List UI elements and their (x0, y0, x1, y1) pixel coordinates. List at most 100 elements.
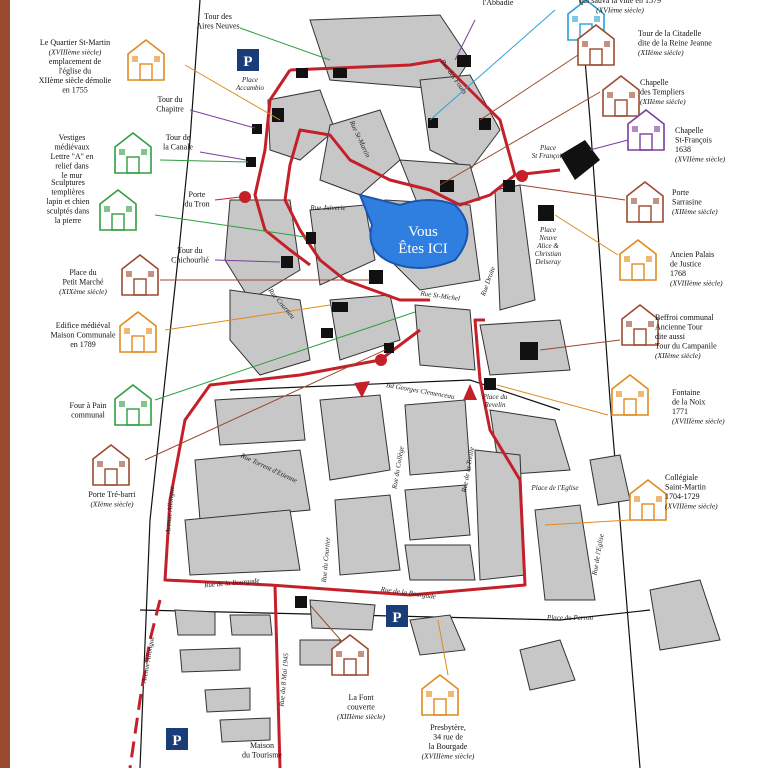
place-label-line: Tour du (178, 246, 203, 255)
place-label-abbaye: l'Abbadie (483, 0, 514, 7)
place-label-line: couverte (347, 703, 375, 712)
place-label-line: Tour des (204, 12, 232, 21)
place-label-line: (XVIIIème siècle) (672, 417, 725, 426)
street-label-line: Christian (535, 250, 562, 258)
street-label-line: Place (241, 76, 258, 84)
vestiges-icon (114, 131, 152, 174)
leader-line-templiers (439, 91, 601, 186)
place-label-line: 34 rue de (433, 733, 463, 742)
street-label-line: Bd Georges Clemenceau (386, 381, 456, 401)
place-label-line: Tour du Campanile (655, 342, 717, 351)
place-label-line: Collégiale (665, 473, 698, 482)
place-label-line: Presbytère, (430, 723, 466, 732)
street-label-line: Avenue Allongue (164, 486, 176, 535)
place-label-line: la pierre (55, 216, 82, 225)
place-label-line: de Justice (670, 260, 702, 269)
place-label-ville-1579: qui sauva la ville en 1579(XVIème siècle… (579, 0, 661, 15)
place-labels: l'Abbadie qui sauva la ville en 1579(XVIè… (39, 0, 726, 761)
palais-icon (619, 238, 657, 281)
you-are-here-line: Vous (408, 224, 438, 240)
place-label-line: 1638 (675, 145, 691, 154)
place-label-line: du Tron (184, 200, 209, 209)
place-label-line: le mur (62, 171, 83, 180)
left-border-strip (0, 0, 10, 768)
monument-markers (246, 55, 600, 608)
place-label-line: Aires Neuves (196, 22, 239, 31)
place-label-line: lapin et chien (46, 197, 89, 206)
street-label-place-perron: Place du Perron (546, 614, 594, 622)
place-label-line: Vestiges (59, 133, 86, 142)
leader-line-tour-canale (199, 151, 247, 161)
place-label-line: 1771 (672, 407, 688, 416)
fontaine-icon (611, 373, 649, 416)
leader-line-fontaine (496, 384, 609, 416)
leader-line-collegiale (544, 519, 631, 526)
leader-line-vestiges (159, 159, 249, 163)
place-label-line: (XVIème siècle) (596, 6, 644, 15)
street-label-line: Place du Perron (546, 614, 594, 622)
leader-line-citadelle (479, 54, 579, 121)
street-label-line: Place (539, 144, 556, 152)
street-label-line: Rue du Collège (390, 446, 406, 491)
place-label-line: La Font (348, 693, 374, 702)
beffroi-icon (621, 303, 659, 346)
place-label-line: Maison (250, 741, 274, 750)
street-label-line: Alice & (536, 242, 559, 250)
tour-route (128, 58, 561, 768)
route-markers (239, 170, 528, 400)
place-label-line: (XIXème siècle) (59, 287, 107, 296)
place-label-line: (XVIIème siècle) (675, 155, 726, 164)
parking-bourgade: P (386, 605, 408, 627)
svg-text:P: P (172, 733, 181, 749)
porte-trebarri-icon (92, 443, 130, 486)
sculptures-icon (99, 188, 137, 231)
street-label-line: Avenue Allongue (140, 636, 156, 685)
parking-accambio: P (237, 49, 259, 71)
street-label-bd-clemenceau: Bd Georges Clemenceau (386, 381, 456, 401)
street-label-rue-bourgade-w: Rue de la Bourgade (203, 577, 260, 590)
street-label-line: Rue du 8 Mai 1945 (278, 652, 291, 708)
street-label-line: Neuve (538, 234, 557, 242)
place-label-line: Place du (69, 268, 96, 277)
route-dot-stfrancois (516, 170, 528, 182)
place-label-line: Beffroi communal (655, 313, 715, 322)
leader-line-edifice (164, 304, 331, 331)
place-label-line: des Templiers (640, 88, 684, 97)
place-label-line: (XIIème siècle) (640, 97, 686, 106)
place-label-line: (XIIème siècle) (638, 48, 684, 57)
place-label-line: la Canale (163, 143, 193, 152)
place-label-line: 1768 (670, 269, 686, 278)
road-outlines (139, 0, 651, 768)
presbytere-icon (421, 673, 459, 716)
street-label-line: Rue du Courtier (320, 537, 332, 584)
place-label-line: templières (51, 188, 84, 197)
font-couverte-icon (331, 633, 369, 676)
street-label-line: Accambio (235, 84, 264, 92)
street-label-line: Place (539, 226, 556, 234)
leader-line-porte-trebarri (144, 349, 386, 461)
place-label-line: en 1755 (62, 86, 88, 95)
place-label-line: Fontaine (672, 388, 700, 397)
street-label-place-eglise: Place de l'Eglise (531, 484, 579, 492)
street-label-avenue-allongue-2: Avenue Allongue (140, 636, 156, 685)
street-label-avenue-allongue: Avenue Allongue (164, 486, 176, 535)
place-label-line: Four à Pain (70, 401, 107, 410)
leader-line-tour-chapitre (189, 109, 256, 129)
leader-line-tour-chichourlie (214, 259, 281, 263)
stfrancois-icon (627, 108, 665, 151)
route-dot-tron (239, 191, 251, 203)
street-label-line: Rue de l'Eglise (590, 533, 605, 577)
